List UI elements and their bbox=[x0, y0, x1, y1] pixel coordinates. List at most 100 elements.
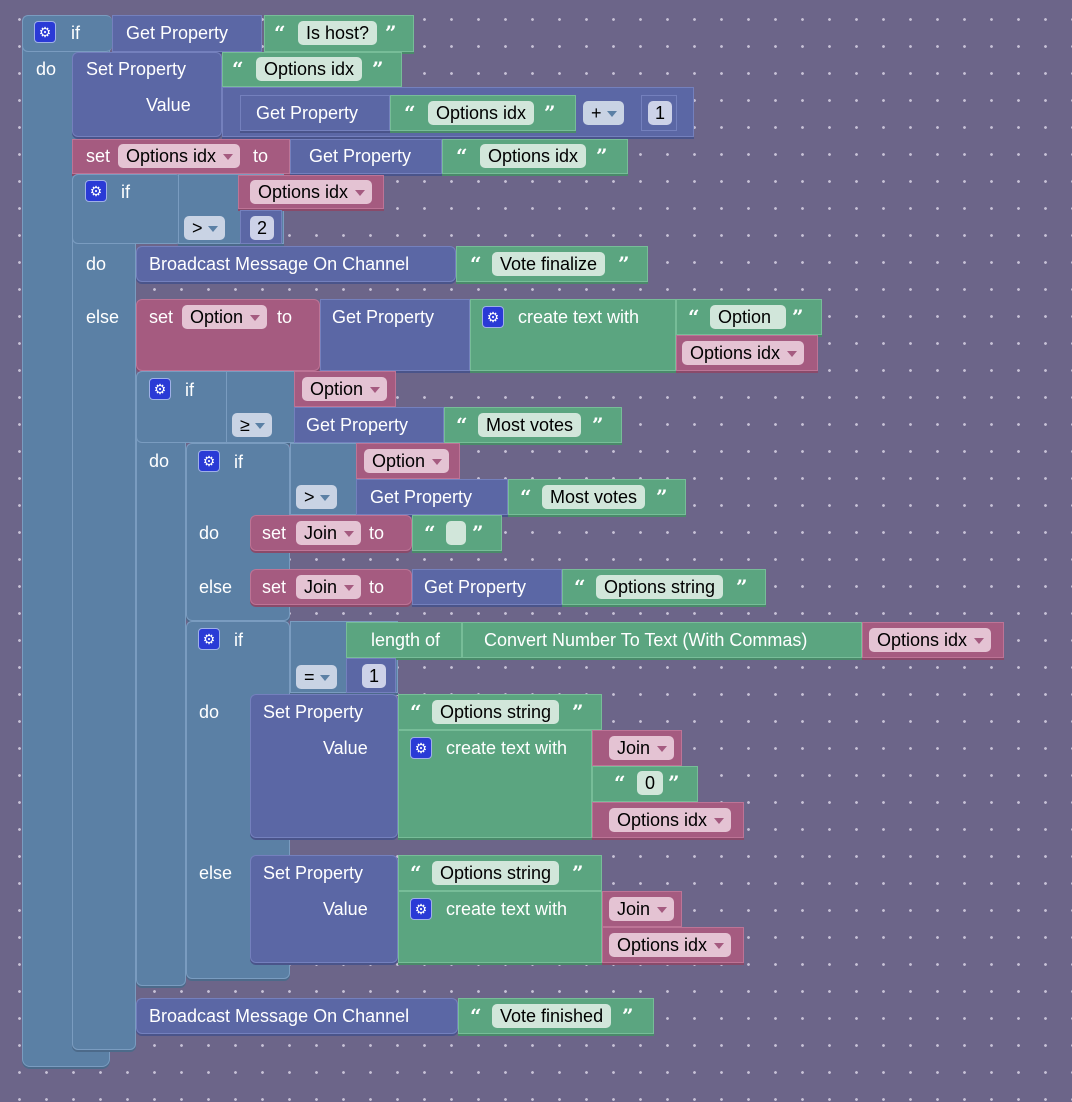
gear-icon[interactable]: ⚙ bbox=[149, 378, 171, 400]
length-of-block[interactable] bbox=[346, 622, 462, 658]
gear-icon[interactable]: ⚙ bbox=[198, 450, 220, 472]
get-property-block[interactable] bbox=[356, 479, 508, 515]
property-name-field[interactable]: Options string bbox=[432, 700, 560, 724]
variable-dropdown[interactable]: Options idx bbox=[250, 180, 373, 204]
close-quote-icon: ” bbox=[592, 413, 604, 437]
variable-dropdown[interactable]: Join bbox=[609, 736, 675, 760]
variable-dropdown[interactable]: Options idx bbox=[869, 628, 992, 652]
if-label: if bbox=[234, 452, 243, 472]
open-quote-icon: “ bbox=[232, 57, 244, 81]
close-quote-icon: ” bbox=[656, 485, 668, 509]
get-property-label: Get Property bbox=[370, 487, 473, 507]
broadcast-block[interactable] bbox=[136, 998, 458, 1034]
message-field[interactable]: Vote finalize bbox=[492, 252, 606, 276]
close-quote-icon: ” bbox=[736, 575, 748, 599]
close-quote-icon: ” bbox=[618, 252, 630, 276]
close-quote-icon: ” bbox=[572, 861, 584, 885]
if-label: if bbox=[71, 23, 80, 43]
get-property-label: Get Property bbox=[309, 146, 412, 166]
open-quote-icon: “ bbox=[614, 771, 626, 795]
get-property-block[interactable] bbox=[290, 139, 442, 174]
set-label: set bbox=[262, 523, 287, 543]
property-name-field[interactable]: Most votes bbox=[542, 485, 646, 509]
variable-dropdown[interactable]: Option bbox=[182, 305, 268, 329]
set-property-block[interactable] bbox=[250, 694, 398, 838]
operator-dropdown[interactable]: > bbox=[184, 216, 225, 240]
if-else-block-options-idx[interactable] bbox=[72, 174, 136, 1050]
text-field[interactable]: Option bbox=[710, 305, 786, 329]
convert-number-block[interactable] bbox=[462, 622, 862, 658]
variable-dropdown[interactable]: Join bbox=[296, 521, 362, 545]
create-text-block[interactable] bbox=[398, 891, 602, 963]
broadcast-block[interactable] bbox=[136, 246, 456, 282]
operator-dropdown[interactable]: ≥ bbox=[232, 413, 272, 437]
set-property-label: Set Property bbox=[86, 59, 187, 79]
close-quote-icon: ” bbox=[385, 21, 397, 45]
variable-dropdown[interactable]: Option bbox=[302, 377, 388, 401]
property-name-field[interactable]: Is host? bbox=[298, 21, 378, 45]
chevron-down-icon bbox=[714, 943, 725, 949]
variable-name: Option bbox=[190, 307, 244, 327]
set-property-block[interactable] bbox=[250, 855, 398, 963]
variable-dropdown[interactable]: Join bbox=[296, 575, 362, 599]
property-name-field[interactable]: Most votes bbox=[478, 413, 582, 437]
text-field-empty[interactable] bbox=[446, 521, 466, 545]
property-name-field[interactable]: Options idx bbox=[480, 144, 587, 168]
close-quote-icon: ” bbox=[596, 144, 608, 168]
open-quote-icon: “ bbox=[688, 305, 700, 329]
property-name-field[interactable]: Options idx bbox=[256, 57, 363, 81]
property-name-field[interactable]: Options string bbox=[432, 861, 560, 885]
gear-icon[interactable]: ⚙ bbox=[34, 21, 56, 43]
create-text-block[interactable] bbox=[398, 730, 592, 838]
open-quote-icon: “ bbox=[404, 101, 416, 125]
else-label: else bbox=[199, 863, 233, 883]
else-label: else bbox=[199, 577, 233, 597]
close-quote-icon: ” bbox=[544, 101, 556, 125]
get-property-block[interactable] bbox=[412, 569, 562, 605]
get-property-block[interactable] bbox=[112, 15, 262, 52]
gear-icon[interactable]: ⚙ bbox=[410, 898, 432, 920]
chevron-down-icon bbox=[657, 746, 668, 752]
variable-dropdown[interactable]: Options idx bbox=[118, 144, 241, 168]
number-field[interactable]: 1 bbox=[648, 101, 673, 125]
chevron-down-icon bbox=[319, 675, 330, 681]
get-property-label: Get Property bbox=[306, 415, 409, 435]
number-field[interactable]: 1 bbox=[362, 664, 387, 688]
variable-dropdown[interactable]: Options idx bbox=[682, 341, 805, 365]
operator-value: > bbox=[192, 218, 203, 238]
open-quote-icon: “ bbox=[410, 700, 422, 724]
do-label: do bbox=[199, 523, 220, 543]
property-name-field[interactable]: Options string bbox=[596, 575, 724, 599]
number-field[interactable]: 2 bbox=[250, 216, 275, 240]
operator-dropdown[interactable]: = bbox=[296, 665, 337, 689]
gear-icon[interactable]: ⚙ bbox=[482, 306, 504, 328]
else-label: else bbox=[86, 307, 120, 327]
variable-name: Options idx bbox=[617, 935, 708, 955]
get-property-block[interactable] bbox=[240, 95, 390, 131]
close-quote-icon: ” bbox=[622, 1004, 634, 1028]
get-property-block[interactable] bbox=[320, 299, 470, 371]
get-property-label: Get Property bbox=[424, 577, 527, 597]
set-label: set bbox=[86, 146, 111, 166]
gear-icon[interactable]: ⚙ bbox=[85, 180, 107, 202]
chevron-down-icon bbox=[207, 226, 218, 232]
set-property-block[interactable] bbox=[72, 52, 222, 137]
gear-icon[interactable]: ⚙ bbox=[198, 628, 220, 650]
chevron-down-icon bbox=[657, 907, 668, 913]
variable-dropdown[interactable]: Join bbox=[609, 897, 675, 921]
get-property-block[interactable] bbox=[294, 407, 444, 443]
open-quote-icon: “ bbox=[520, 485, 532, 509]
variable-dropdown[interactable]: Options idx bbox=[609, 933, 732, 957]
message-field[interactable]: Vote finished bbox=[492, 1004, 612, 1028]
create-text-block[interactable] bbox=[470, 299, 676, 371]
text-field[interactable]: 0 bbox=[637, 771, 664, 795]
operator-value: > bbox=[304, 487, 315, 507]
variable-dropdown[interactable]: Options idx bbox=[609, 808, 732, 832]
property-name-field[interactable]: Options idx bbox=[428, 101, 535, 125]
gear-icon[interactable]: ⚙ bbox=[410, 737, 432, 759]
variable-dropdown[interactable]: Option bbox=[364, 449, 450, 473]
operator-dropdown[interactable]: > bbox=[296, 485, 337, 509]
if-block-option-ge[interactable] bbox=[136, 371, 186, 986]
open-quote-icon: “ bbox=[424, 521, 436, 545]
operator-dropdown[interactable]: + bbox=[583, 101, 624, 125]
